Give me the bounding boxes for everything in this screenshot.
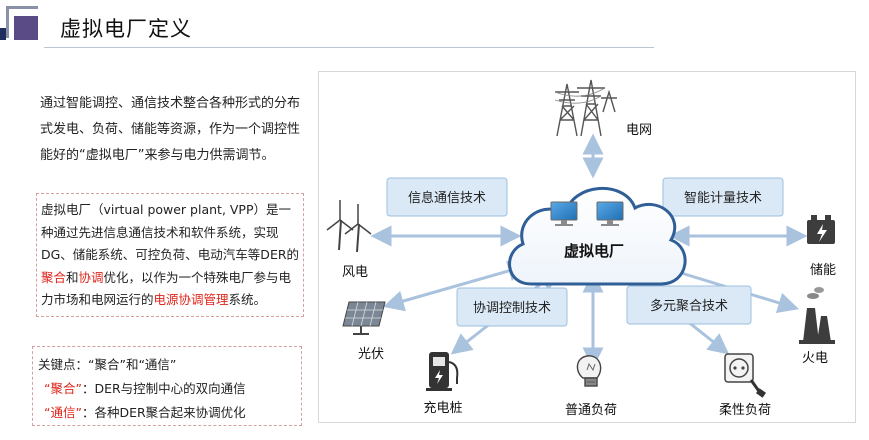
title-decoration-square <box>14 16 38 40</box>
tech-box-ict: 信息通信技术 <box>386 177 508 217</box>
node-label-flex-load: 柔性负荷 <box>719 403 771 418</box>
key-point-term: “聚合” <box>44 381 82 396</box>
tech-box-aggregation: 多元聚合技术 <box>626 285 752 325</box>
page-title: 虚拟电厂定义 <box>60 17 192 41</box>
battery-icon <box>807 215 835 244</box>
definition-text-3: 优化，以作为一个特殊电厂参与电力市场和电网运行的 <box>41 269 292 308</box>
tech-box-label: 智能计量技术 <box>684 191 762 206</box>
definition-text-4: 系统。 <box>228 292 267 307</box>
light-bulb-icon <box>576 355 602 387</box>
node-label-solar: 光伏 <box>358 347 384 362</box>
intro-paragraph: 通过智能调控、通信技术整合各种形式的分布式发电、负荷、储能等资源，作为一个调控性… <box>40 96 301 163</box>
transmission-tower-icon <box>554 79 617 137</box>
computer-icon <box>596 201 624 226</box>
tech-box-label: 协调控制技术 <box>473 301 551 316</box>
key-point-item: “聚合”：DER与控制中心的双向通信 <box>38 377 301 401</box>
node-label-thermal: 火电 <box>802 351 828 366</box>
smart-socket-icon <box>724 353 766 398</box>
node-label-charging: 充电桩 <box>423 400 462 416</box>
definition-highlight-management: 电源协调管理 <box>153 292 229 307</box>
computer-icon <box>550 201 578 226</box>
node-label-load: 普通负荷 <box>565 403 617 418</box>
charging-pile-icon <box>426 352 459 391</box>
title-divider <box>44 47 654 48</box>
vpp-diagram: 信息通信技术 智能计量技术 协调控制技术 多元聚合技术 <box>318 71 856 423</box>
definition-highlight-aggregation: 聚合 <box>41 269 67 285</box>
definition-text-1: 虚拟电厂（virtual power plant, VPP）是一种通过先进信息通… <box>41 202 300 262</box>
key-point-text: ：DER与控制中心的双向通信 <box>81 381 246 396</box>
title-decoration-corner <box>0 28 6 40</box>
node-label-wind: 风电 <box>342 265 368 280</box>
definition-box: 虚拟电厂（virtual power plant, VPP）是一种通过先进信息通… <box>36 193 304 317</box>
node-label-grid: 电网 <box>626 123 652 138</box>
key-points-heading: 关键点：“聚合”和“通信” <box>38 357 177 372</box>
key-point-term: “通信” <box>44 405 82 420</box>
key-points-box: 关键点：“聚合”和“通信” “聚合”：DER与控制中心的双向通信 “通信”：各种… <box>32 346 302 426</box>
definition-highlight-coordination: 协调 <box>78 269 104 285</box>
definition-text-2: 和 <box>66 269 79 285</box>
thermal-plant-icon <box>799 287 835 344</box>
title-decoration <box>6 6 38 38</box>
tech-box-label: 多元聚合技术 <box>650 298 728 314</box>
vpp-diagram-canvas: 信息通信技术 智能计量技术 协调控制技术 多元聚合技术 <box>326 79 836 418</box>
vpp-center-label: 虚拟电厂 <box>564 242 624 260</box>
solar-panel-icon <box>342 301 386 335</box>
key-point-item: “通信”：各种DER聚合起来协调优化 <box>38 401 301 425</box>
tech-box-label: 信息通信技术 <box>408 190 486 206</box>
tech-box-metering: 智能计量技术 <box>662 177 784 217</box>
node-label-storage: 储能 <box>810 263 836 278</box>
tech-box-control: 协调控制技术 <box>456 287 568 327</box>
wind-turbine-icon <box>326 200 372 253</box>
key-point-text: ：各种DER聚合起来协调优化 <box>81 405 246 420</box>
vpp-cloud: 虚拟电厂 <box>508 186 687 286</box>
